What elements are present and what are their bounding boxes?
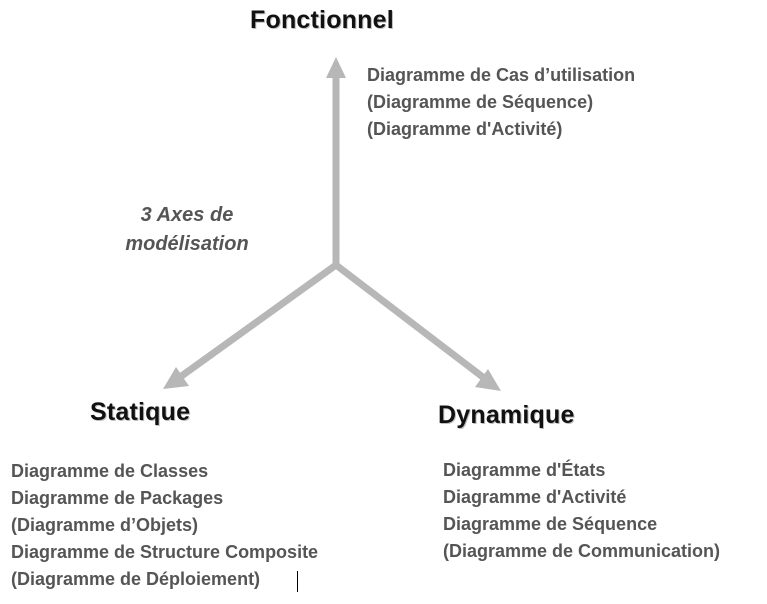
list-item: Diagramme de Cas d’utilisation <box>367 65 636 85</box>
list-item: Diagramme d'Activité <box>443 487 627 507</box>
arrow-statique-head <box>163 367 189 389</box>
center-caption: 3 Axes de modélisation <box>104 201 270 259</box>
list-item: (Diagramme d'Activité) <box>367 119 563 139</box>
caption-line-1: 3 Axes de <box>140 204 234 226</box>
list-item: Diagramme de Classes <box>11 461 209 481</box>
dynamique-diagram-list: Diagramme d'États Diagramme d'Activité D… <box>443 457 720 565</box>
list-item: (Diagramme de Séquence) <box>367 92 594 112</box>
arrow-dynamique-head <box>475 369 501 391</box>
list-item: (Diagramme de Communication) <box>443 541 721 561</box>
fonctionnel-diagram-list: Diagramme de Cas d’utilisation (Diagramm… <box>367 62 635 143</box>
arrow-dynamique-shaft <box>333 262 491 384</box>
axis-title-fonctionnel: Fonctionnel <box>250 6 394 34</box>
axis-title-dynamique: Dynamique <box>438 401 575 429</box>
list-item: Diagramme de Packages <box>11 488 224 508</box>
list-item: (Diagramme d’Objets) <box>11 515 199 535</box>
list-item: Diagramme d'États <box>443 460 606 480</box>
list-item: Diagramme de Structure Composite <box>11 542 319 562</box>
arrow-statique-shaft <box>173 262 339 383</box>
arrow-fonctionnel-head <box>326 57 346 78</box>
statique-diagram-list: Diagramme de Classes Diagramme de Packag… <box>11 458 318 593</box>
caption-line-2: modélisation <box>125 233 249 255</box>
axis-title-statique: Statique <box>90 398 191 426</box>
list-item: Diagramme de Séquence <box>443 514 658 534</box>
text-cursor <box>297 571 298 592</box>
list-item: (Diagramme de Déploiement) <box>11 569 261 589</box>
